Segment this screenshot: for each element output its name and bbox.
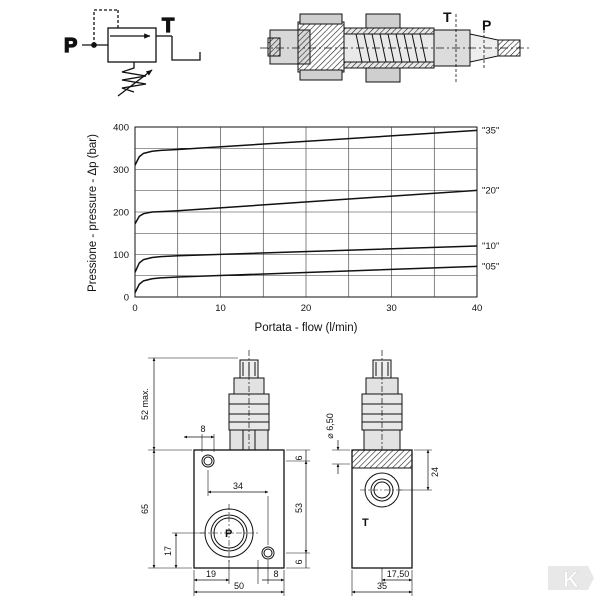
chart-x-axis-label: Portata - flow (l/min) xyxy=(255,322,358,334)
logo-letter: K xyxy=(563,567,579,592)
symbol-port-t-label: T xyxy=(162,15,174,37)
chart-series-label: "20" xyxy=(482,185,499,196)
chart-y-tick-labels: 0 100 200 300 400 xyxy=(113,123,129,304)
dim-65: 65 xyxy=(140,504,150,514)
chart-series-line xyxy=(134,129,478,166)
side-port-t-label: T xyxy=(362,517,369,529)
dim-8-top: 8 xyxy=(200,424,205,434)
chart-x-tick-label: 20 xyxy=(301,303,312,314)
dim-52-max: 52 max. xyxy=(140,388,150,420)
dim-24: 24 xyxy=(430,467,440,477)
chart-series-labels: "35" "20" "10" "05" xyxy=(482,125,499,272)
chart-y-tick-label: 400 xyxy=(113,123,129,134)
dim-19: 19 xyxy=(206,569,216,579)
brand-logo: K xyxy=(548,566,594,592)
chart-x-tick-label: 30 xyxy=(386,303,397,314)
dim-6-top: 6 xyxy=(294,455,304,460)
chart-x-tick-label: 0 xyxy=(132,303,137,314)
chart-x-tick-labels: 0 10 20 30 40 xyxy=(132,303,482,314)
dim-17-50: 17,50 xyxy=(387,569,410,579)
chart-series-line xyxy=(134,265,478,294)
chart-x-tick-label: 10 xyxy=(215,303,226,314)
chart-grid xyxy=(134,126,478,298)
dim-8-bottom: 8 xyxy=(273,569,278,579)
chart-y-tick-label: 300 xyxy=(113,165,129,176)
hydraulic-symbol: P T xyxy=(63,9,201,97)
chart-series-label: "35" xyxy=(482,125,499,136)
chart-y-tick-label: 100 xyxy=(113,250,129,261)
chart-series-line xyxy=(134,189,478,225)
chart-series-label: "05" xyxy=(482,261,499,272)
section-port-p-label: P xyxy=(482,17,491,33)
dim-50: 50 xyxy=(234,581,244,591)
chart-y-tick-label: 0 xyxy=(124,293,129,304)
dim-53: 53 xyxy=(294,503,304,513)
chart-series-lines xyxy=(134,129,478,294)
dim-35: 35 xyxy=(377,581,387,591)
chart-y-axis-label: Pressione - pressure - Δp (bar) xyxy=(87,134,99,292)
valve-cross-section: T P xyxy=(260,9,530,83)
symbol-port-p-label: P xyxy=(64,35,77,57)
front-view-drawing: P 52 max. 65 17 8 34 6 53 6 xyxy=(140,350,310,596)
section-port-t-label: T xyxy=(443,9,452,25)
chart-series-label: "10" xyxy=(482,241,499,252)
side-valve-block xyxy=(351,449,413,569)
chart-y-tick-label: 200 xyxy=(113,208,129,219)
chart-x-tick-label: 40 xyxy=(472,303,483,314)
dim-34: 34 xyxy=(233,481,243,491)
side-view-drawing: T ⌀ 6,50 24 17,50 35 xyxy=(325,350,440,596)
front-port-p-label: P xyxy=(225,528,232,540)
dim-17: 17 xyxy=(163,546,173,556)
dim-6-50: ⌀ 6,50 xyxy=(325,413,335,438)
dim-6-bottom: 6 xyxy=(294,559,304,564)
chart-series-line xyxy=(134,245,478,273)
pressure-flow-chart: 0 10 20 30 40 0 100 200 300 400 "35" "20" "10" "05"… xyxy=(87,123,499,335)
